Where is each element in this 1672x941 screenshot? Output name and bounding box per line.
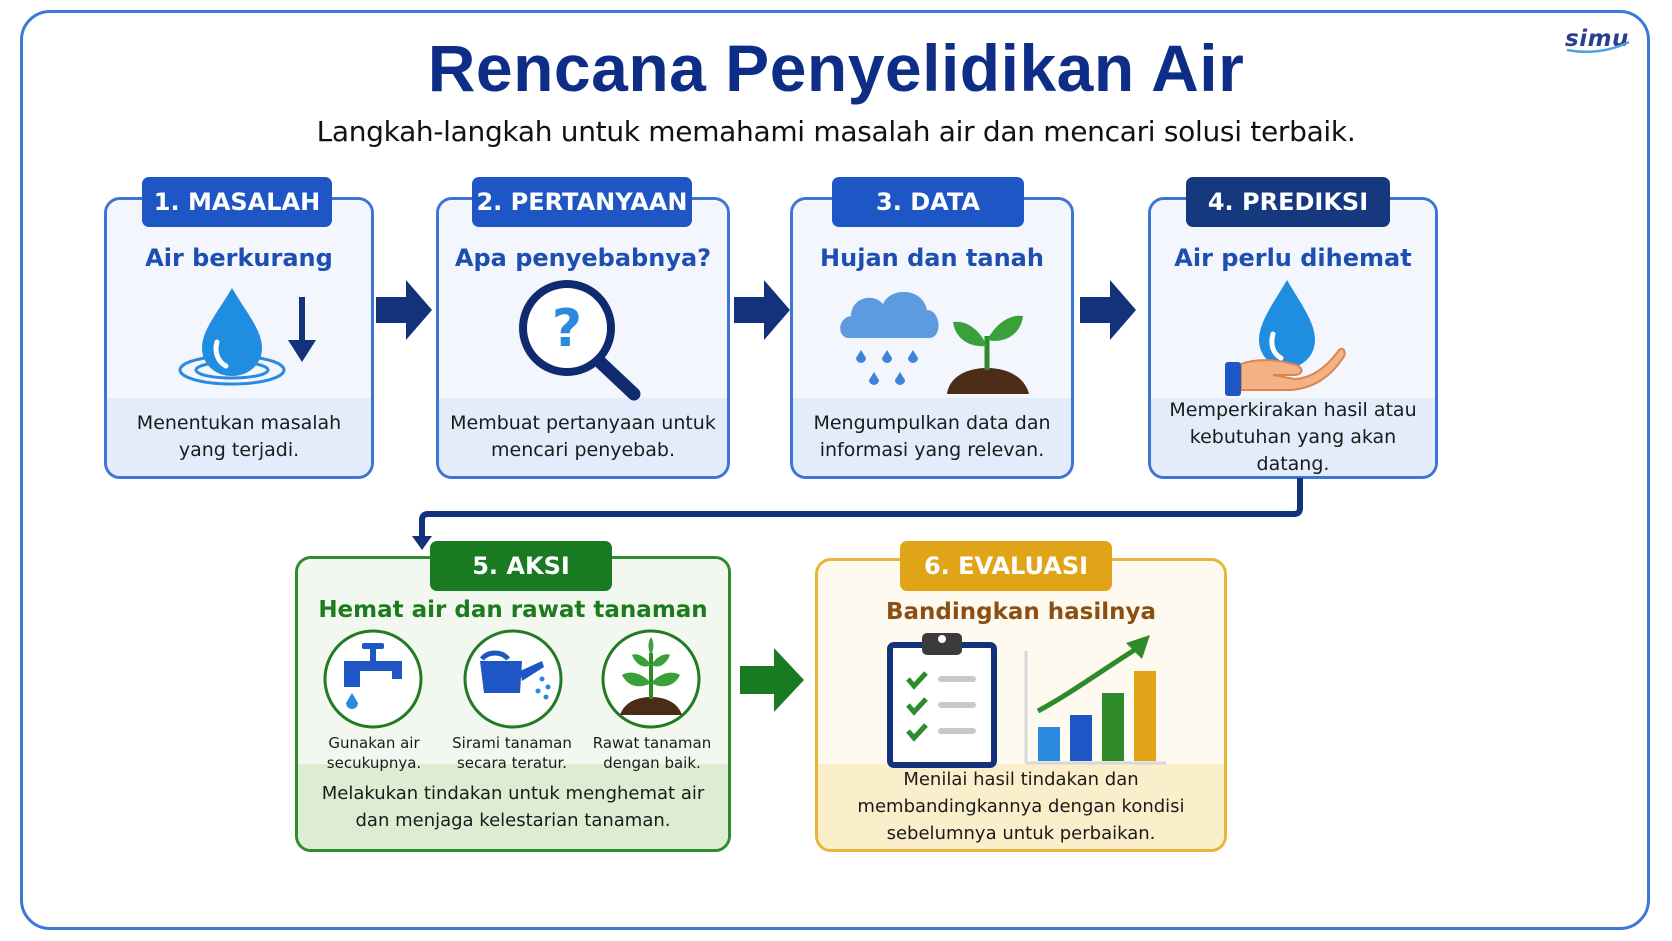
step-heading: Apa penyebabnya? [454, 244, 712, 272]
step-heading: Bandingkan hasilnya [885, 599, 1157, 625]
step-label-data: 3. DATA [832, 177, 1024, 227]
plant-icon [601, 629, 701, 729]
rain-cloud-sprout-icon [840, 291, 1029, 394]
step-heading: Hujan dan tanah [820, 244, 1044, 272]
aksi-item-text: Gunakan air secukupnya. [326, 734, 422, 772]
faucet-icon [323, 629, 423, 729]
page-title: Rencana Penyelidikan Air [427, 31, 1245, 105]
clipboard-chart-icon [887, 633, 1166, 768]
step-description: Melakukan tindakan untuk menghemat air d… [298, 764, 728, 849]
step-label-prediksi: 4. PREDIKSI [1186, 177, 1390, 227]
watering-can-icon [463, 629, 563, 729]
aksi-item-text: Rawat tanaman dengan baik. [592, 734, 712, 772]
step-heading: Air berkurang [145, 244, 333, 272]
step-label-masalah: 1. MASALAH [142, 177, 332, 227]
step-label-pertanyaan: 2. PERTANYAAN [472, 177, 692, 227]
step-card-prediksi: Air perlu dihemat Memperkirakan hasil at… [1148, 197, 1438, 479]
page-subtitle: Langkah-langkah untuk memahami masalah a… [316, 115, 1356, 148]
step-label-evaluasi: 6. EVALUASI [900, 541, 1112, 591]
step-description: Menilai hasil tindakan dan membandingkan… [818, 764, 1224, 849]
logo-swoosh-icon [1566, 40, 1630, 54]
step-card-pertanyaan: Apa penyebabnya? Membuat pertanyaan untu… [436, 197, 730, 479]
sprout-icon [947, 315, 1029, 394]
step-card-evaluasi: Bandingkan hasilnya Menilai hasil tindak… [815, 558, 1227, 852]
step-heading: Air perlu dihemat [1174, 244, 1412, 272]
clipboard-icon [887, 633, 997, 768]
bar-chart-icon [1024, 635, 1166, 765]
water-drop-down-arrow-icon [178, 288, 316, 386]
arrow-right-icon [734, 280, 790, 340]
step-description: Memperkirakan hasil atau kebutuhan yang … [1151, 398, 1435, 476]
step-card-data: Hujan dan tanah Mengumpulkan data dan in… [790, 197, 1074, 479]
connector-arrow-icon [412, 478, 1303, 550]
step-description: Menentukan masalah yang terjadi. [107, 398, 371, 476]
arrow-right-icon [376, 280, 432, 340]
rain-cloud-icon [840, 291, 939, 385]
step-description: Mengumpulkan data dan informasi yang rel… [793, 398, 1071, 476]
step-card-masalah: Air berkurang Menentukan masalah yang te… [104, 197, 374, 479]
svg-text:?: ? [552, 299, 582, 359]
step-description: Membuat pertanyaan untuk mencari penyeba… [439, 398, 727, 476]
arrow-right-icon [1080, 280, 1136, 340]
magnifier-question-icon: ? [519, 280, 641, 401]
hand-water-drop-icon [1225, 280, 1346, 396]
step-heading: Hemat air dan rawat tanaman [318, 597, 708, 623]
arrow-right-icon [740, 648, 804, 712]
step-label-aksi: 5. AKSI [430, 541, 612, 591]
aksi-item-text: Sirami tanaman secara teratur. [452, 734, 572, 772]
step-card-aksi: Hemat air dan rawat tanaman Melakukan ti… [295, 556, 731, 852]
